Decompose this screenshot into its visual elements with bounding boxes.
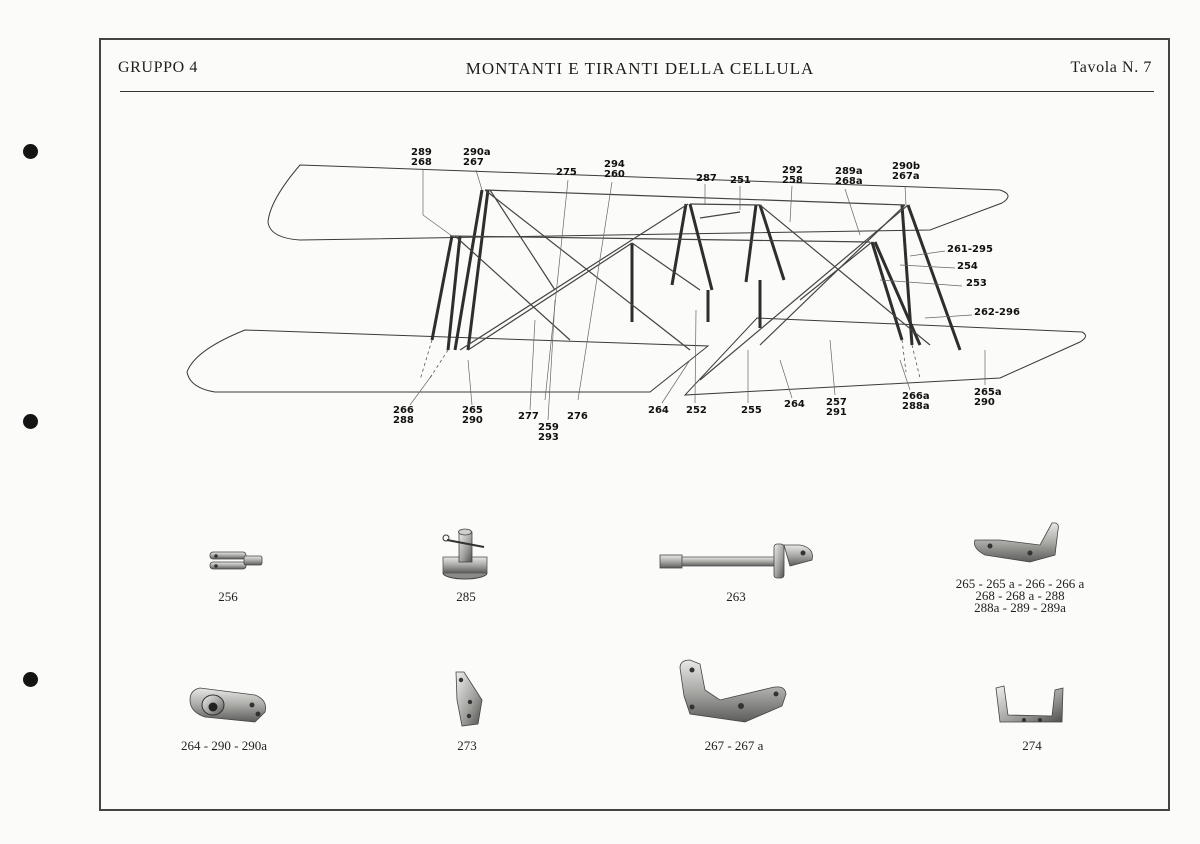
part-label-264: 264 - 290 - 290a — [181, 738, 267, 753]
part-263-image — [659, 543, 813, 579]
part-274-image — [995, 685, 1064, 723]
callout-289a-268a: 289a 268a — [835, 166, 863, 187]
part-256-image — [209, 551, 263, 570]
callout-289-268: 289 268 — [411, 147, 432, 168]
part-273-image — [455, 671, 483, 727]
page-frame — [99, 38, 1170, 811]
part-265-image — [974, 522, 1059, 563]
part-264-image — [189, 687, 266, 723]
callout-275: 275 — [556, 167, 577, 178]
part-285-image — [442, 528, 488, 580]
callout-253: 253 — [966, 278, 987, 289]
struts — [430, 189, 962, 351]
callout-292-258: 292 258 — [782, 165, 803, 186]
callout-257-291: 257 291 — [826, 397, 847, 418]
page-title: MONTANTI E TIRANTI DELLA CELLULA — [465, 59, 815, 78]
callout-259-293: 259 293 — [538, 422, 559, 443]
dashed-struts — [419, 339, 921, 381]
callout-254: 254 — [957, 261, 978, 272]
part-label-267: 267 - 267 a — [704, 738, 764, 753]
callout-265-290: 265 290 — [462, 405, 483, 426]
punch-hole-top — [23, 144, 38, 159]
callout-265a-290: 265a 290 — [974, 387, 1002, 408]
callout-276: 276 — [567, 411, 588, 422]
callout-261-295: 261-295 — [947, 244, 993, 255]
header-rule — [120, 91, 1154, 92]
part-label-256: 256 — [218, 589, 238, 604]
callout-290a-267: 290a 267 — [463, 147, 491, 168]
callout-251: 251 — [730, 175, 751, 186]
callout-255: 255 — [741, 405, 762, 416]
lower-wing-right — [683, 317, 1086, 396]
part-label-274: 274 — [1022, 738, 1042, 753]
callout-294-260: 294 260 — [604, 159, 625, 180]
upper-wing — [267, 164, 1009, 241]
group-label: GRUPPO 4 — [118, 59, 198, 76]
leader-lines — [409, 169, 986, 421]
biplane-cell — [186, 164, 1086, 421]
callout-287: 287 — [696, 173, 717, 184]
part-label-265-line2: 268 - 268 a - 288 — [975, 588, 1065, 603]
callout-264-right: 264 — [784, 399, 805, 410]
part-label-263: 263 — [726, 589, 746, 604]
lower-wing-left — [186, 329, 710, 393]
punch-hole-bottom — [23, 672, 38, 687]
table-number: Tavola N. 7 — [1070, 59, 1152, 76]
part-267-image — [679, 659, 787, 723]
part-label-285: 285 — [456, 589, 476, 604]
callout-262-296: 262-296 — [974, 307, 1020, 318]
callout-290b-267a: 290b 267a — [892, 161, 921, 182]
part-label-265-group: 265 - 265 a - 266 - 266 a 268 - 268 a - … — [920, 576, 1120, 615]
callout-252: 252 — [686, 405, 707, 416]
callout-277: 277 — [518, 411, 539, 422]
callout-266a-288a: 266a 288a — [902, 391, 930, 412]
callout-266-288: 266 288 — [393, 405, 414, 426]
bracing-wires — [449, 189, 931, 381]
callout-264-left: 264 — [648, 405, 669, 416]
part-label-273: 273 — [457, 738, 477, 753]
punch-hole-middle — [23, 414, 38, 429]
part-label-265-line3: 288a - 289 - 289a — [974, 600, 1066, 615]
part-label-265-line1: 265 - 265 a - 266 - 266 a — [955, 576, 1085, 591]
